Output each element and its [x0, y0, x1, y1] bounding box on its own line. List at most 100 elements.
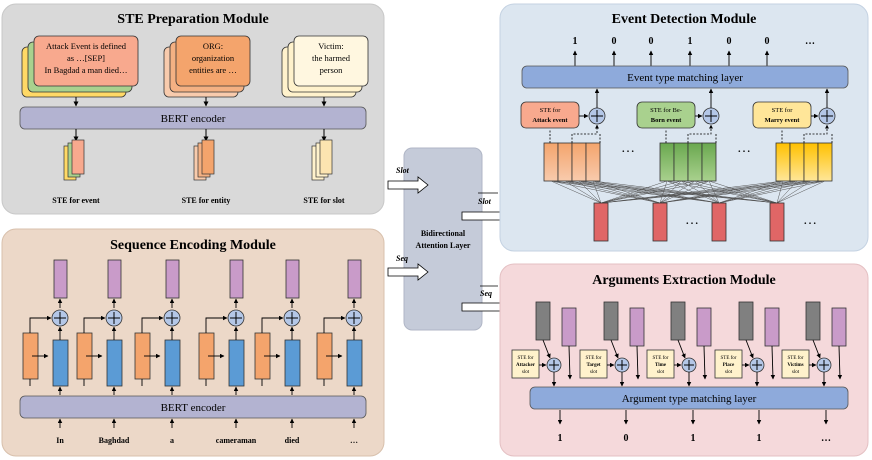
entity-card-line-2: organization [192, 53, 235, 63]
arrow-token-to-plus [677, 339, 686, 359]
arrow-forward-to-plus [205, 315, 228, 333]
ste-entity-vectors [193, 139, 215, 181]
arg-title: Arguments Extraction Module [592, 273, 776, 288]
seq-column-2 [76, 259, 123, 395]
label-seq-out: Seq [480, 289, 492, 298]
event-plus-2 [702, 107, 720, 125]
event-group-vector [557, 142, 573, 182]
seq-column-5 [254, 259, 301, 395]
seq-backward-vector [164, 339, 181, 387]
arrow-seq-to-layer [770, 345, 776, 380]
arg-sequence-vector [561, 307, 577, 347]
bidirectional-attention: Bidirectional Attention Layer Slot Seq S… [387, 147, 519, 331]
arrow-forward-to-plus [261, 315, 284, 333]
arrow-forward-to-plus [141, 315, 164, 333]
caption-ste-slot: STE for slot [303, 196, 345, 205]
arg-ste-line: Target [587, 363, 601, 368]
seq-plus [283, 309, 301, 327]
seq-backward-vector [228, 339, 245, 387]
seq-token: Baghdad [99, 436, 130, 445]
arg-output-value: 1 [558, 433, 563, 444]
event-attention-line [600, 180, 826, 204]
arg-output-value: 1 [757, 433, 762, 444]
arg-ste-line: STE for [721, 356, 737, 361]
arg-matching-layer [529, 386, 849, 410]
bi-label-line-2: Attention Layer [416, 241, 471, 250]
arg-token-vector [603, 301, 619, 341]
event-attention-line [564, 180, 602, 204]
arguments-extraction-module: Arguments Extraction Module STE forAttac… [499, 263, 869, 457]
arg-ste-slot [646, 349, 675, 379]
seq-column-4 [198, 259, 245, 395]
arg-ste-line: Place [723, 363, 735, 368]
seq-output-vector [165, 259, 180, 299]
event-attention-line [718, 180, 784, 204]
event-dots-4: … [803, 213, 817, 228]
event-group-vector [789, 142, 805, 182]
event-attention-line [718, 180, 798, 204]
event-attention-line [718, 180, 826, 204]
event-plus-ops [579, 88, 836, 125]
arrow-seq-to-layer [702, 345, 708, 380]
arg-ste-line: STE for [788, 356, 804, 361]
seq-bert-encoder-label: BERT encoder [161, 402, 226, 414]
event-output-value: 1 [573, 36, 578, 47]
event-token-vector-4 [769, 202, 785, 242]
event-output-value: … [805, 36, 815, 47]
seq-output-vector [53, 259, 68, 299]
bi-label-line-1: Bidirectional [421, 229, 466, 238]
arrow-forward-to-plus [323, 315, 346, 333]
entity-definition-cards: ORG: organization entities are … [163, 35, 251, 98]
event-output-value: 1 [688, 36, 693, 47]
event-group-vector [775, 142, 791, 182]
ste-slot-vectors [311, 139, 333, 181]
arrow-forward-to-plus [83, 315, 106, 333]
event-attention-line [776, 180, 812, 204]
event-attention-line [718, 180, 812, 204]
arg-ste-line: slot [590, 370, 598, 375]
event-attention-line [708, 180, 720, 204]
event-card-line-1: Attack Event is defined [46, 41, 127, 51]
ste-bert-encoder-label: BERT encoder [161, 113, 226, 125]
arg-plus [546, 357, 562, 373]
arg-sequence-vector [831, 307, 847, 347]
arg-ste-line: slot [725, 370, 733, 375]
arg-matching-layer-label: Argument type matching layer [622, 393, 757, 405]
seq-plus [51, 309, 69, 327]
arg-plus [614, 357, 630, 373]
event-attention-line [592, 180, 602, 204]
event-attention-line [708, 180, 778, 204]
seq-backward-vector [52, 339, 69, 387]
seq-token-columns [22, 259, 363, 395]
seq-column-3 [134, 259, 181, 395]
event-definition-cards: Attack Event is defined as …[SEP] In Bag… [21, 35, 139, 98]
event-group-vector [543, 142, 559, 182]
seq-plus [105, 309, 123, 327]
ste-marry-line-1: STE for [772, 107, 794, 114]
event-group-vector [585, 142, 601, 182]
arrow-token-to-plus [542, 339, 551, 359]
event-plus-1 [588, 107, 606, 125]
event-attention-line [550, 180, 602, 204]
ste-marry-event [752, 101, 812, 129]
seq-backward-vector [284, 339, 301, 387]
arg-ste-line: slot [522, 370, 530, 375]
event-attention-line [666, 180, 720, 204]
arg-ste-slot [781, 349, 810, 379]
arg-token-vector [670, 301, 686, 341]
arrow-seq-to-layer [635, 345, 641, 380]
seq-plus [163, 309, 181, 327]
seq-output-vector [285, 259, 300, 299]
ste-marry-line-2: Marry event [765, 117, 801, 124]
ste-title: STE Preparation Module [117, 12, 268, 27]
arg-ste-line: Time [655, 363, 667, 368]
event-card-line-3: In Bagdad a man died… [44, 65, 127, 75]
arg-output-value: … [821, 433, 831, 444]
seq-token: … [350, 436, 358, 445]
seq-token: In [56, 436, 64, 445]
arg-output-value: 1 [691, 433, 696, 444]
